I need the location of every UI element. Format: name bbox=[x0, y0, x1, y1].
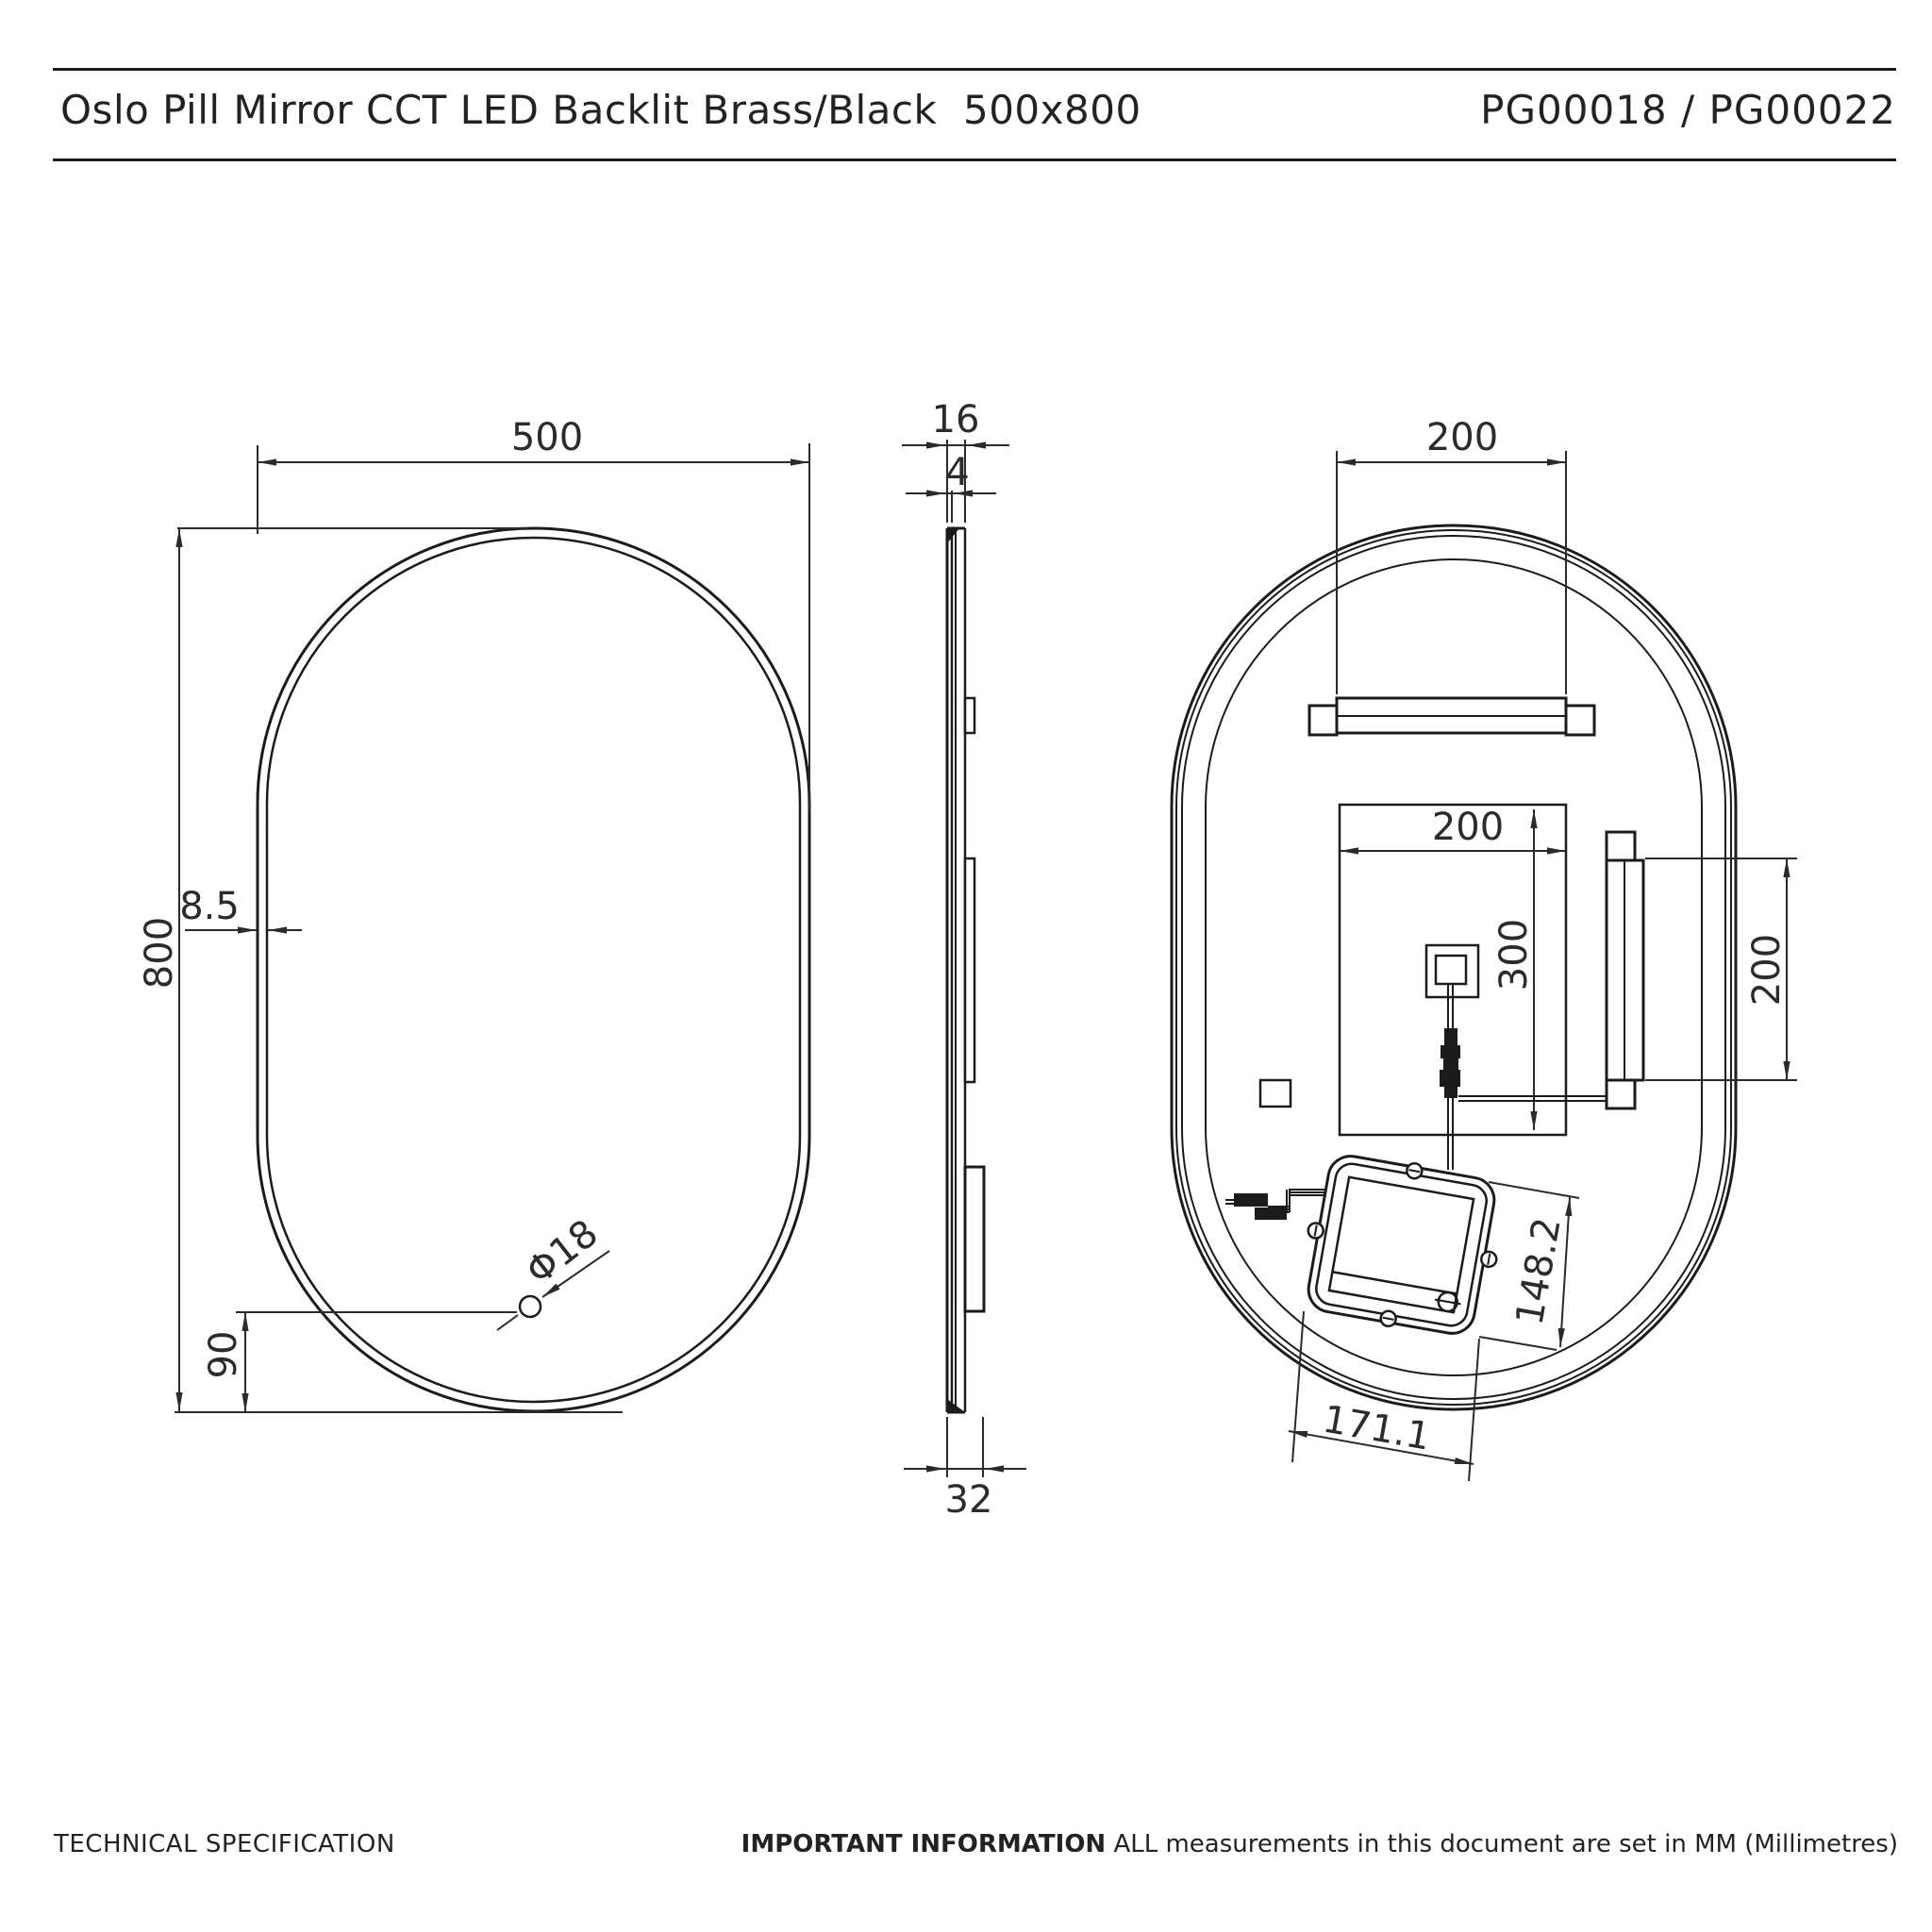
rear-touch-sensor bbox=[1258, 1078, 1292, 1108]
cable-connector bbox=[1444, 1087, 1457, 1098]
hole-cross bbox=[1434, 1298, 1461, 1306]
screw-slot bbox=[1313, 1224, 1318, 1237]
dim-rear-cutout-width: 200 bbox=[1432, 806, 1504, 849]
rear-hanger-cap-right bbox=[1564, 704, 1596, 737]
rear-wiring bbox=[1225, 1189, 1324, 1220]
cable-connector bbox=[1444, 1028, 1457, 1045]
rear-hanger-cap-left bbox=[1307, 704, 1339, 737]
driver-plate-line bbox=[1332, 1271, 1457, 1295]
rear-outer-frame bbox=[1170, 524, 1738, 1411]
rear-glass-ring bbox=[1181, 535, 1726, 1400]
footer-important-label: IMPORTANT INFORMATION bbox=[741, 1830, 1107, 1858]
driver-box-outer bbox=[1307, 1155, 1496, 1335]
side-view: 16 4 32 bbox=[902, 398, 1026, 1522]
front-view: 500 800 8.5 90 Φ18 bbox=[138, 416, 811, 1413]
footer-important-text: ALL measurements in this document are se… bbox=[1106, 1830, 1898, 1858]
rear-frame-ring bbox=[1175, 529, 1732, 1406]
dim-front-width: 500 bbox=[511, 416, 583, 459]
header-rule-bottom bbox=[53, 158, 1896, 161]
rear-driver-box bbox=[1307, 1155, 1498, 1335]
front-sensor-hole bbox=[518, 1294, 542, 1319]
cable-connector bbox=[1441, 1045, 1460, 1058]
screw-slot bbox=[1382, 1316, 1394, 1321]
header-rule-top bbox=[53, 68, 1896, 71]
cable-connector bbox=[1440, 1070, 1460, 1087]
dim-rear-side-hanger: 200 bbox=[1745, 934, 1789, 1006]
dim-extension bbox=[1291, 1310, 1305, 1463]
side-top-bevel bbox=[947, 528, 959, 543]
wire-connector bbox=[1234, 1193, 1268, 1207]
leader-line bbox=[541, 1250, 610, 1298]
driver-plate bbox=[1327, 1175, 1475, 1314]
rear-side-hanger-cap-top bbox=[1605, 830, 1637, 862]
screw-slot bbox=[1487, 1253, 1491, 1265]
cable-connector bbox=[1443, 1058, 1458, 1070]
dim-line-driver-width bbox=[1288, 1430, 1474, 1465]
screw-slot bbox=[1408, 1169, 1421, 1174]
dim-extension bbox=[1478, 1336, 1557, 1351]
dim-front-frame: 8.5 bbox=[179, 885, 240, 928]
dim-extension bbox=[1488, 1181, 1580, 1199]
wire-connector bbox=[1255, 1208, 1287, 1220]
side-hanger-bar bbox=[963, 857, 976, 1084]
dim-rear-hanger-width: 200 bbox=[1426, 416, 1498, 459]
rear-junction-box-inner bbox=[1434, 954, 1468, 986]
dim-side-depth: 16 bbox=[932, 398, 980, 441]
footer-left-label: TECHNICAL SPECIFICATION bbox=[54, 1830, 395, 1858]
leader-line bbox=[496, 1314, 519, 1331]
rear-view: 200 200 300 bbox=[1170, 416, 1797, 1482]
dim-front-sensor-offset: 90 bbox=[202, 1331, 245, 1379]
dim-side-glass: 4 bbox=[945, 451, 969, 494]
dim-side-total-depth: 32 bbox=[945, 1478, 993, 1522]
product-codes: PG00018 / PG00022 bbox=[1480, 87, 1896, 133]
rear-side-hanger-cap-bottom bbox=[1605, 1078, 1637, 1110]
dim-rear-cutout-height: 300 bbox=[1492, 919, 1536, 991]
side-bottom-bevel bbox=[947, 1399, 965, 1412]
front-inner-frame bbox=[265, 536, 802, 1404]
dim-front-sensor-diameter: Φ18 bbox=[518, 1211, 606, 1293]
footer-right-label: IMPORTANT INFORMATION ALL measurements i… bbox=[741, 1830, 1898, 1858]
dim-front-height: 800 bbox=[138, 917, 181, 989]
page-title: Oslo Pill Mirror CCT LED Backlit Brass/B… bbox=[60, 87, 1141, 133]
dim-line-driver-height bbox=[1557, 1196, 1573, 1348]
side-hanger-top bbox=[963, 696, 976, 735]
dim-rear-driver-height: 148.2 bbox=[1508, 1214, 1570, 1328]
side-driver-box bbox=[963, 1165, 986, 1313]
rear-backplate-ring bbox=[1205, 558, 1703, 1376]
